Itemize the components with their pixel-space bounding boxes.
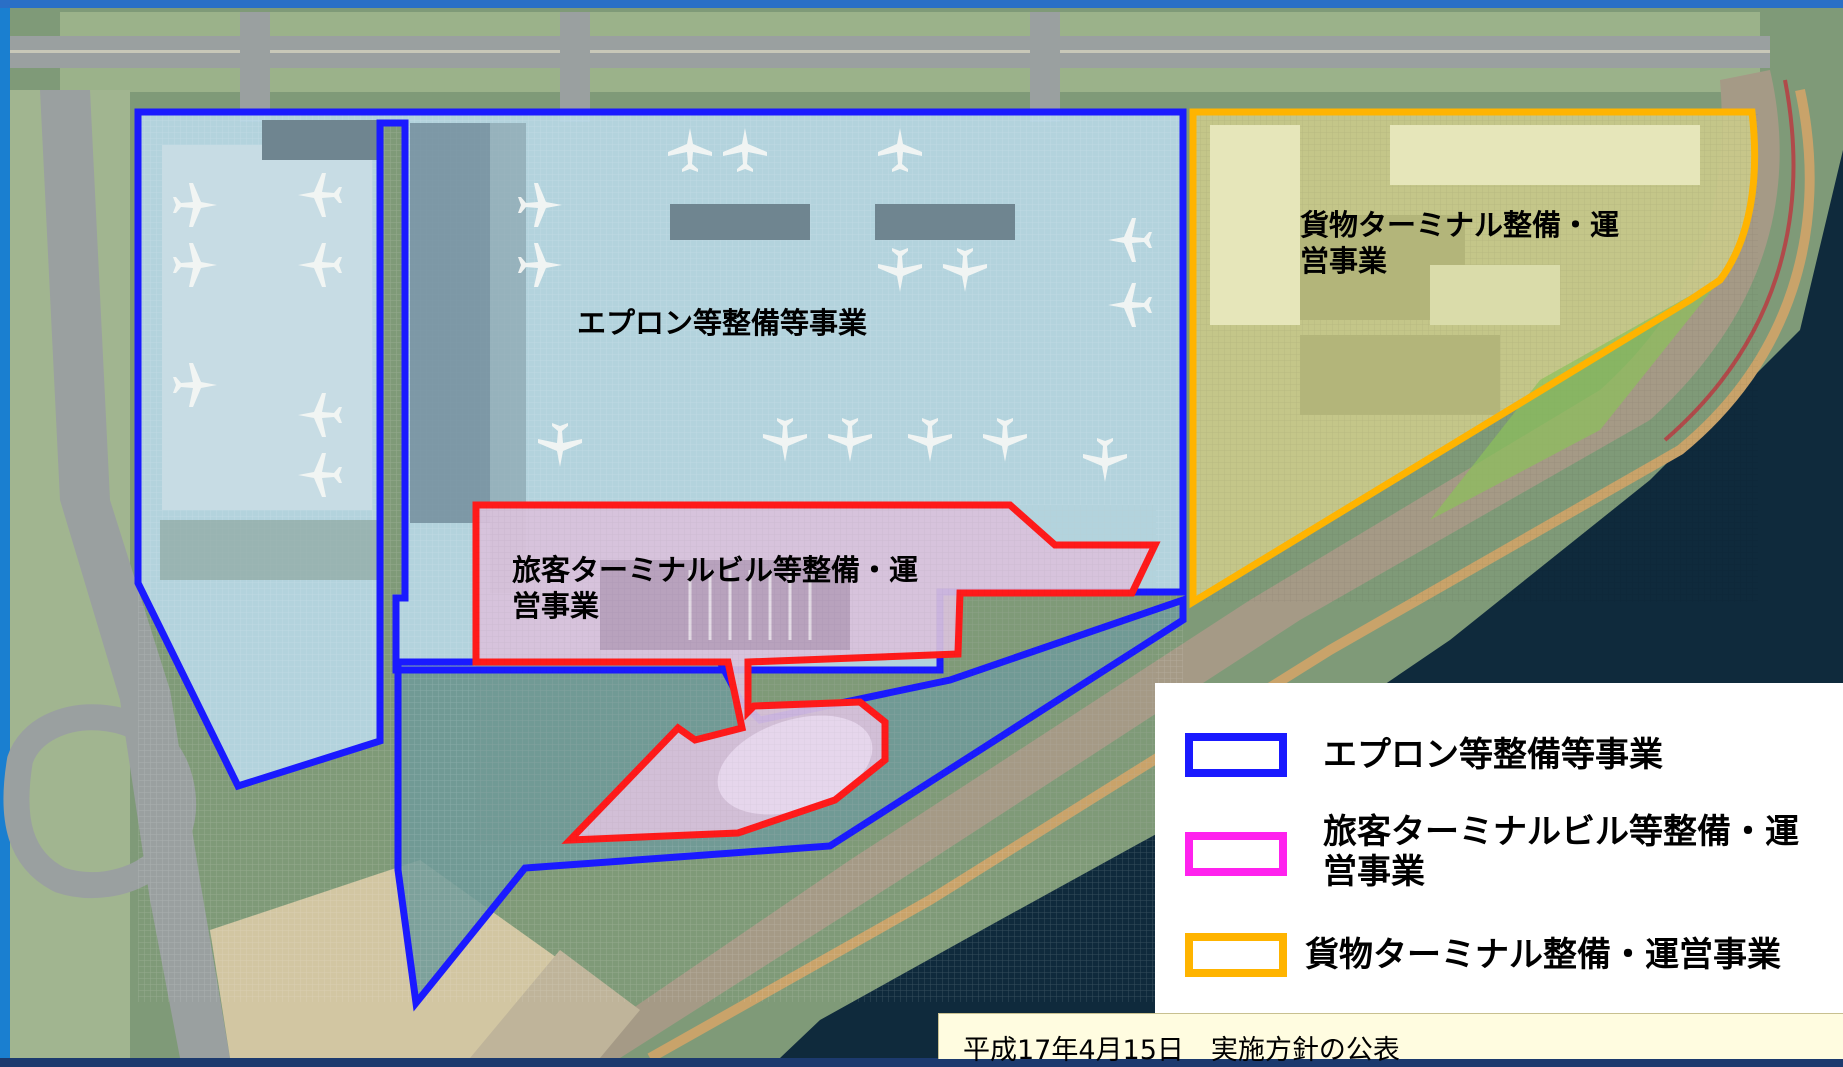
cargo-bldg-5 [1430, 265, 1560, 325]
cargo-bldg-4 [1300, 335, 1500, 415]
cargo-bldg-2 [1390, 125, 1700, 185]
frame-left [0, 0, 10, 1058]
connector-3 [1030, 12, 1060, 122]
cargo-label: 貨物ターミナル整備・運 営事業 [1300, 208, 1620, 278]
connector-2 [560, 12, 590, 122]
passenger-label: 旅客ターミナルビル等整備・運 営事業 [512, 553, 919, 623]
legend-swatch-cargo [1185, 933, 1287, 977]
connector-1 [240, 12, 270, 122]
pier-2 [875, 204, 1015, 240]
legend: エプロン等整備等事業 旅客ターミナルビル等整備・運 営事業 貨物ターミナル整備・… [1155, 683, 1843, 1013]
passenger-grid [476, 505, 1156, 845]
legend-swatch-passenger [1185, 832, 1287, 876]
concourse [410, 123, 490, 523]
footer-strip: 平成17年4月15日 実施方針の公表 [938, 1013, 1843, 1066]
stand-strip [262, 120, 382, 160]
frame-top [0, 0, 1843, 8]
legend-label-cargo: 貨物ターミナル整備・運営事業 [1305, 935, 1781, 975]
announcement-date: 平成17年4月15日 実施方針の公表 [963, 1035, 1400, 1066]
taxiway-top-line [10, 50, 1770, 53]
legend-label-passenger: 旅客ターミナルビル等整備・運 営事業 [1323, 812, 1799, 892]
legend-swatch-apron [1185, 733, 1287, 777]
legend-label-apron: エプロン等整備等事業 [1323, 735, 1663, 775]
sand-site-2 [470, 950, 640, 1058]
cargo-bldg-1 [1210, 125, 1300, 325]
pier-1 [670, 204, 810, 240]
cargo-green [1430, 280, 1720, 520]
pier-3 [160, 520, 380, 580]
apron-label: エプロン等整備等事業 [577, 306, 868, 340]
cargo-outline [1189, 108, 1759, 609]
